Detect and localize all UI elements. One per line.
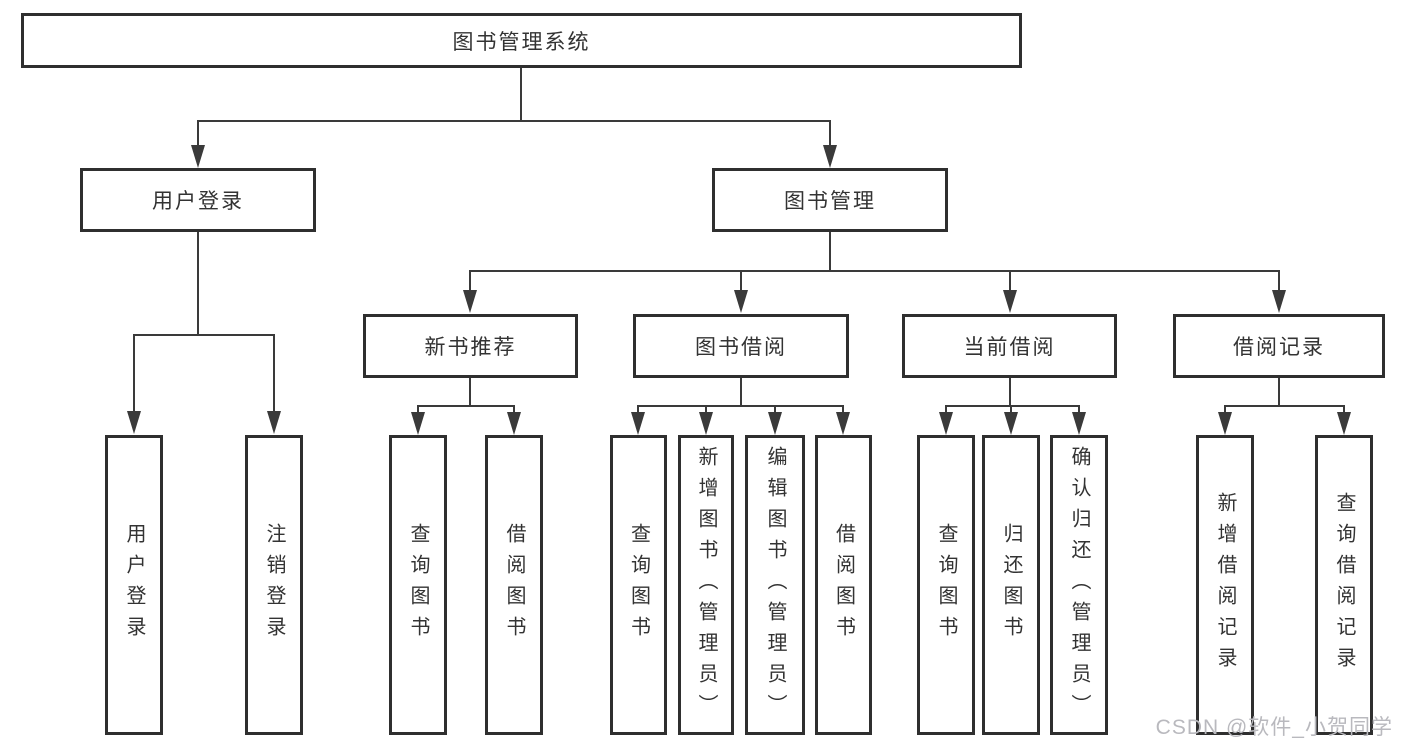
arrowhead-query-book-3-icon bbox=[939, 412, 953, 435]
connector-drop-current-borrow bbox=[1009, 270, 1011, 291]
leaf-query-book-current: 查询图书 bbox=[917, 435, 975, 735]
connector-root-stem bbox=[520, 68, 522, 122]
arrowhead-user-login-icon bbox=[191, 145, 205, 168]
connector-drop-query-borrow-record bbox=[1343, 405, 1345, 413]
connector-drop-leaf-user-login bbox=[133, 334, 135, 412]
connector-drop-borrow-book-2 bbox=[842, 405, 844, 413]
node-user-login: 用户登录 bbox=[80, 168, 316, 232]
connector-drop-confirm-return bbox=[1078, 405, 1080, 413]
connector-drop-borrow-record bbox=[1278, 270, 1280, 291]
connector-user-login-stem bbox=[197, 232, 199, 336]
arrowhead-add-borrow-record-icon bbox=[1218, 412, 1232, 435]
leaf-add-borrow-record: 新增借阅记录 bbox=[1196, 435, 1254, 735]
connector-book-management-stem bbox=[829, 232, 831, 272]
leaf-query-book-borrow: 查询图书 bbox=[610, 435, 667, 735]
leaf-return-book: 归还图书 bbox=[982, 435, 1040, 735]
connector-drop-book-management bbox=[829, 120, 831, 146]
leaf-query-book-recommend: 查询图书 bbox=[389, 435, 447, 735]
arrowhead-leaf-logout-icon bbox=[267, 411, 281, 434]
arrowhead-query-borrow-record-icon bbox=[1337, 412, 1351, 435]
connector-drop-new-book-recommend bbox=[469, 270, 471, 291]
connector-drop-query-book-1 bbox=[417, 405, 419, 413]
connector-drop-add-borrow-record bbox=[1224, 405, 1226, 413]
leaf-borrow-book-recommend: 借阅图书 bbox=[485, 435, 543, 735]
arrowhead-book-borrow-icon bbox=[734, 290, 748, 313]
connector-root-rail bbox=[197, 120, 831, 122]
leaf-add-book-admin: 新增图书（管理员） bbox=[678, 435, 734, 735]
arrowhead-confirm-return-icon bbox=[1072, 412, 1086, 435]
arrowhead-new-book-recommend-icon bbox=[463, 290, 477, 313]
connector-drop-query-book-2 bbox=[637, 405, 639, 413]
connector-current-borrow-rail bbox=[945, 405, 1080, 407]
arrowhead-query-book-1-icon bbox=[411, 412, 425, 435]
arrowhead-edit-book-icon bbox=[768, 412, 782, 435]
connector-drop-edit-book bbox=[774, 405, 776, 413]
node-new-book-recommend: 新书推荐 bbox=[363, 314, 578, 378]
connector-new-book-recommend-stem bbox=[469, 378, 471, 407]
arrowhead-leaf-user-login-icon bbox=[127, 411, 141, 434]
arrowhead-return-book-icon bbox=[1004, 412, 1018, 435]
connector-book-borrow-stem bbox=[740, 378, 742, 407]
arrowhead-query-book-2-icon bbox=[631, 412, 645, 435]
arrowhead-borrow-book-2-icon bbox=[836, 412, 850, 435]
leaf-logout: 注销登录 bbox=[245, 435, 303, 735]
node-borrow-record: 借阅记录 bbox=[1173, 314, 1385, 378]
node-root: 图书管理系统 bbox=[21, 13, 1022, 68]
connector-new-book-recommend-rail bbox=[417, 405, 515, 407]
connector-drop-leaf-logout bbox=[273, 334, 275, 412]
connector-drop-add-book bbox=[705, 405, 707, 413]
connector-borrow-record-stem bbox=[1278, 378, 1280, 407]
connector-borrow-record-rail bbox=[1224, 405, 1345, 407]
arrowhead-current-borrow-icon bbox=[1003, 290, 1017, 313]
connector-drop-user-login bbox=[197, 120, 199, 146]
node-current-borrow: 当前借阅 bbox=[902, 314, 1117, 378]
node-book-management: 图书管理 bbox=[712, 168, 948, 232]
connector-drop-borrow-book-1 bbox=[513, 405, 515, 413]
leaf-edit-book-admin: 编辑图书（管理员） bbox=[745, 435, 805, 735]
arrowhead-borrow-book-1-icon bbox=[507, 412, 521, 435]
connector-drop-query-book-3 bbox=[945, 405, 947, 413]
arrowhead-book-management-icon bbox=[823, 145, 837, 168]
connector-drop-return-book bbox=[1010, 405, 1012, 413]
connector-user-login-rail bbox=[133, 334, 275, 336]
leaf-confirm-return-admin: 确认归还（管理员） bbox=[1050, 435, 1108, 735]
leaf-user-login: 用户登录 bbox=[105, 435, 163, 735]
connector-book-management-rail bbox=[469, 270, 1280, 272]
arrowhead-add-book-icon bbox=[699, 412, 713, 435]
connector-current-borrow-stem bbox=[1009, 378, 1011, 407]
connector-drop-book-borrow bbox=[740, 270, 742, 291]
leaf-borrow-book: 借阅图书 bbox=[815, 435, 872, 735]
connector-book-borrow-rail bbox=[637, 405, 844, 407]
csdn-watermark: CSDN @软件_小贺同学 bbox=[1155, 716, 1393, 739]
node-book-borrow: 图书借阅 bbox=[633, 314, 849, 378]
leaf-query-borrow-record: 查询借阅记录 bbox=[1315, 435, 1373, 735]
arrowhead-borrow-record-icon bbox=[1272, 290, 1286, 313]
